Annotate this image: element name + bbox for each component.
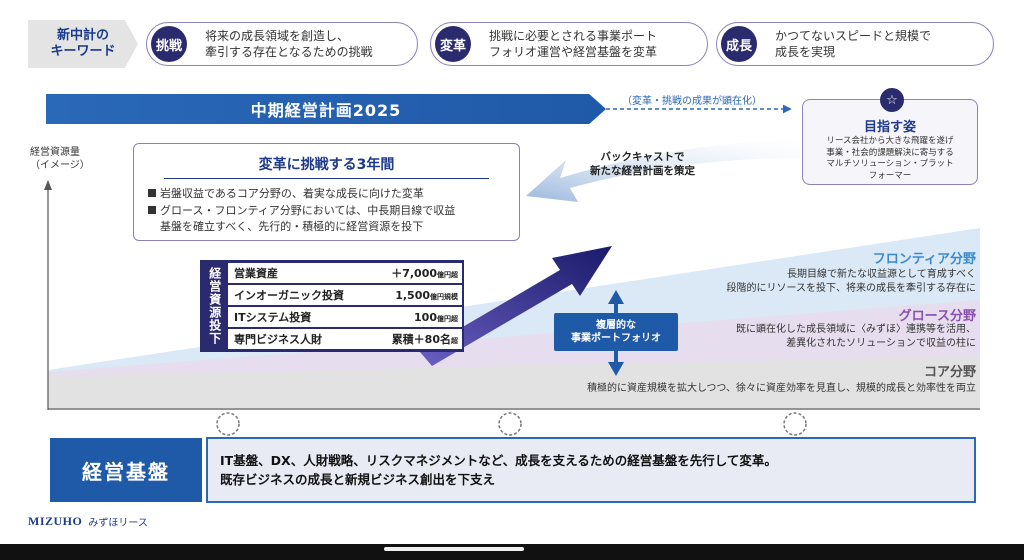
outcome-label: （変革・挑戦の成果が顕在化） <box>622 96 762 107</box>
growth-title: グロース分野 <box>898 309 976 324</box>
logo-main: MIZUHO <box>28 514 83 528</box>
keyword-tag: 新中計の キーワード <box>28 20 138 68</box>
y-axis-label: 経営資源量 （イメージ） <box>30 147 90 171</box>
keyword-growth: 成長 かつてないスピードと規模で 成長を実現 <box>716 22 994 66</box>
core-desc: 積極的に資産規模を拡大しつつ、徐々に資産効率を見直し、規模的成長と効率性を両立 <box>587 383 976 394</box>
keyword-text: かつてないスピードと規模で 成長を実現 <box>775 29 932 59</box>
growth-desc: 既に顕在化した成長領域に〈みずほ〉連携等を活用、 差異化されたソリューションで収… <box>736 324 976 349</box>
core-title: コア分野 <box>923 365 976 380</box>
bottom-bar <box>0 544 1024 560</box>
portfolio-box: 複層的な 事業ポートフォリオ <box>554 313 678 351</box>
investment-table: 経営資源投下 営業資産 ＋7,000億円超 インオーガニック投資 1,500億円… <box>200 260 464 352</box>
logo-sub: みずほリース <box>88 518 148 529</box>
frontier-title: フロンティア分野 <box>872 252 976 267</box>
keyword-transform: 変革 挑戦に必要とされる事業ポート フォリオ運営や経営基盤を変革 <box>430 22 708 66</box>
plan-banner: 中期経営計画2025 <box>46 94 606 124</box>
star-icon: ☆ <box>880 88 904 112</box>
growth-arrow <box>420 246 612 366</box>
investment-row: インオーガニック投資 1,500億円規模 <box>228 285 462 305</box>
vision-desc: リース会社から大きな飛躍を遂げ 事業・社会的課題解決に寄与する マルチソリューシ… <box>826 136 954 181</box>
keyword-text: 挑戦に必要とされる事業ポート フォリオ運営や経営基盤を変革 <box>489 29 658 59</box>
bullet-item: グロース・フロンティア分野においては、中長期目線で収益 <box>148 203 455 218</box>
keyword-badge: 変革 <box>435 26 471 62</box>
base-text: IT基盤、DX、人財戦略、リスクマネジメントなど、成長を支えるための経営基盤を先… <box>206 437 976 503</box>
keyword-challenge: 挑戦 将来の成長領域を創造し、 牽引する存在となるための挑戦 <box>146 22 418 66</box>
backcast-arrow <box>526 140 800 202</box>
vision-title: 目指す姿 <box>863 120 916 135</box>
cycle-icon <box>216 412 807 436</box>
core-band <box>48 356 980 408</box>
frontier-desc: 長期目線で新たな収益源として育成すべく 段階的にリソースを投下、将来の成長を牽引… <box>726 269 977 294</box>
three-years-box: 変革に挑戦する3年間 岩盤収益であるコア分野の、着実な成長に向けた変革 グロース… <box>133 143 520 241</box>
base-label: 経営基盤 <box>50 438 202 502</box>
bullet-item-continued: 基盤を確立すべく、先行的・積極的に経営資源を投下 <box>160 220 424 233</box>
investment-row: ITシステム投資 100億円超 <box>228 307 462 327</box>
keyword-badge: 成長 <box>721 26 757 62</box>
backcast-label: バックキャストで 新たな経営計画を策定 <box>590 151 695 177</box>
investment-side-label: 経営資源投下 <box>207 267 222 345</box>
keyword-text: 将来の成長領域を創造し、 牽引する存在となるための挑戦 <box>205 29 373 59</box>
keyword-badge: 挑戦 <box>151 26 187 62</box>
divider <box>164 178 489 179</box>
three-years-title: 変革に挑戦する3年間 <box>258 157 395 173</box>
vision-box: 目指す姿 リース会社から大きな飛躍を遂げ 事業・社会的課題解決に寄与する マルチ… <box>802 99 978 185</box>
home-indicator[interactable] <box>384 547 524 551</box>
bullet-item: 岩盤収益であるコア分野の、着実な成長に向けた変革 <box>148 186 424 201</box>
investment-row: 専門ビジネス人財 累積＋80名超 <box>228 329 462 349</box>
mizuho-logo: MIZUHO みずほリース <box>28 514 148 529</box>
investment-row: 営業資産 ＋7,000億円超 <box>228 263 462 283</box>
